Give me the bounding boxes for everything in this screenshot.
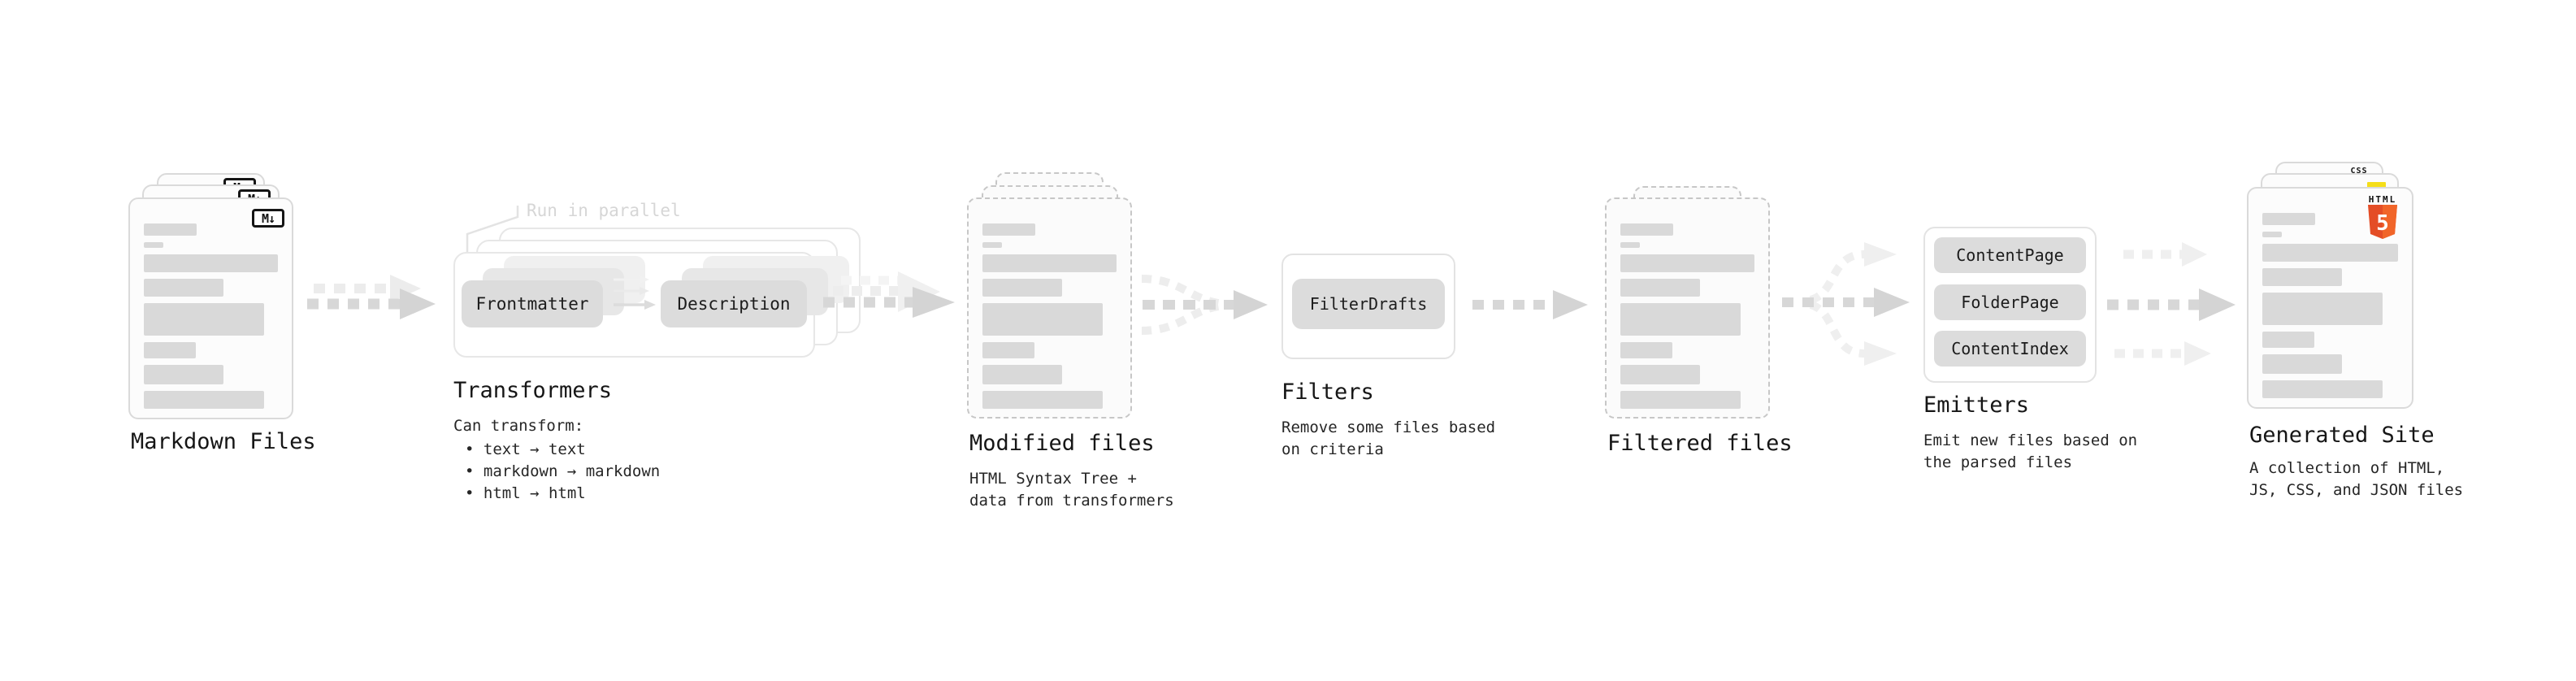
- arrow-filtered-to-emitters: [1782, 242, 1910, 366]
- sub-line: JS, CSS, and JSON files: [2249, 481, 2464, 499]
- filters-sub: Remove some files based on criteria: [1281, 417, 1495, 461]
- filterdrafts-chip: FilterDrafts: [1292, 279, 1445, 329]
- doc-content-placeholder: [144, 223, 278, 409]
- html5-badge-label: HTML: [2368, 194, 2397, 205]
- stage-label-filters: Filters: [1281, 380, 1374, 405]
- arrow-markdown-to-transformers: [307, 275, 436, 319]
- stage-generated-site: CSS HTML 5: [2247, 162, 2463, 527]
- arrow-emitters-to-generated: [2107, 242, 2236, 366]
- stage-transformers: Run in parallel Frontmatter Description …: [453, 199, 876, 540]
- markdown-file-card: M↓: [128, 197, 293, 419]
- arrow-transformers-to-modified: [823, 271, 955, 318]
- sub-line: the parsed files: [1923, 453, 2073, 471]
- stage-label-filtered-files: Filtered files: [1607, 431, 1793, 456]
- bullet-item: • markdown → markdown: [465, 462, 661, 480]
- stage-filtered-files: Filtered files: [1605, 186, 1793, 527]
- svg-text:5: 5: [2376, 211, 2389, 236]
- description-chip: Description: [661, 280, 807, 327]
- transformers-bullets: • text → text • markdown → markdown • ht…: [453, 439, 660, 505]
- doc-content-placeholder: [982, 223, 1117, 409]
- stage-emitters: ContentPage FolderPage ContentIndex Emit…: [1923, 227, 2167, 495]
- frontmatter-chip: Frontmatter: [462, 280, 603, 327]
- markdown-icon: M↓: [252, 209, 284, 228]
- generated-site-sub: A collection of HTML, JS, CSS, and JSON …: [2249, 458, 2463, 501]
- generated-file-card-html: HTML 5: [2247, 187, 2413, 409]
- annotation-leader-line: [466, 206, 519, 252]
- contentpage-chip: ContentPage: [1934, 237, 2086, 273]
- emitters-sub: Emit new files based on the parsed files: [1923, 430, 2137, 474]
- contentindex-chip: ContentIndex: [1934, 331, 2086, 367]
- filtered-file-card: [1605, 197, 1770, 419]
- arrow-modified-to-filters: [1141, 275, 1268, 335]
- sub-line: Remove some files based: [1281, 419, 1496, 436]
- run-in-parallel-annotation: Run in parallel: [527, 201, 681, 220]
- stage-label-modified-files: Modified files: [969, 431, 1155, 456]
- bullet-item: • text → text: [465, 440, 586, 458]
- sub-line: HTML Syntax Tree +: [969, 470, 1137, 488]
- stage-label-emitters: Emitters: [1923, 393, 2030, 418]
- stage-modified-files: Modified files HTML Syntax Tree + data f…: [967, 172, 1174, 522]
- sub-line: A collection of HTML,: [2249, 459, 2445, 477]
- transformers-desc: Can transform:: [453, 417, 584, 435]
- stage-filters: FilterDrafts Filters Remove some files b…: [1281, 254, 1525, 522]
- stage-markdown-files: M↓ M↓ M↓ Markdown Files: [128, 173, 316, 523]
- stage-label-markdown-files: Markdown Files: [131, 429, 316, 454]
- bullet-item: • html → html: [465, 484, 586, 502]
- html5-icon: HTML 5: [2363, 195, 2402, 242]
- doc-content-placeholder: [1620, 223, 1754, 409]
- stage-label-transformers: Transformers: [453, 378, 613, 403]
- stage-label-generated-site: Generated Site: [2249, 423, 2435, 448]
- css-badge-label: CSS: [2350, 167, 2368, 176]
- sub-line: Emit new files based on: [1923, 432, 2138, 449]
- arrow-filters-to-filtered: [1472, 290, 1588, 319]
- sub-line: data from transformers: [969, 492, 1174, 510]
- sub-line: on criteria: [1281, 440, 1384, 458]
- folderpage-chip: FolderPage: [1934, 284, 2086, 320]
- doc-content-placeholder: [2262, 213, 2398, 398]
- parallel-arrows-icon: [614, 275, 656, 310]
- modified-files-sub: HTML Syntax Tree + data from transformer…: [969, 468, 1174, 512]
- modified-file-card: [967, 197, 1132, 419]
